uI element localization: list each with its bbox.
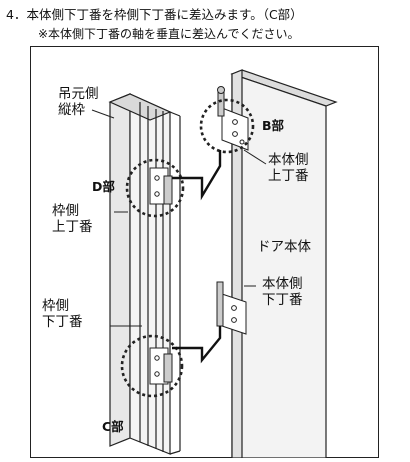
upper-insertion-line [172, 150, 222, 201]
body-lower-hinge [216, 281, 247, 335]
illustration-frame [30, 46, 379, 458]
hinge-installation-diagram [91, 69, 338, 458]
label-part-d: D部 [92, 179, 115, 194]
label-body-upper-hinge: 本体側上丁番 [268, 152, 309, 184]
label-frame-lower-hinge: 枠側下丁番 [42, 298, 83, 330]
leader-lines [91, 109, 267, 327]
part-d-callout-circle [125, 158, 185, 218]
part-b-callout-circle [199, 98, 255, 154]
label-frame-upper-hinge: 枠側上丁番 [52, 203, 93, 235]
label-body-lower-hinge: 本体側下丁番 [262, 276, 303, 308]
step-heading: 4．本体側下丁番を枠側下丁番に差込みます。（C部） [6, 7, 303, 22]
label-frame-hinge-side: 吊元側縦枠 [58, 86, 99, 118]
label-part-b: B部 [262, 118, 285, 133]
label-part-c: C部 [102, 419, 124, 434]
frame-upper-hinge [149, 167, 173, 205]
door-panel [230, 69, 338, 458]
body-upper-hinge [217, 86, 249, 151]
instruction-note: ※本体側下丁番の軸を垂直に差込んでください。 [38, 27, 300, 41]
frame-lower-hinge [149, 347, 173, 385]
vertical-frame-member [108, 93, 181, 455]
label-door-body: ドア本体 [257, 239, 311, 255]
lower-insertion-line [172, 326, 222, 364]
part-c-callout-circle [120, 334, 184, 398]
